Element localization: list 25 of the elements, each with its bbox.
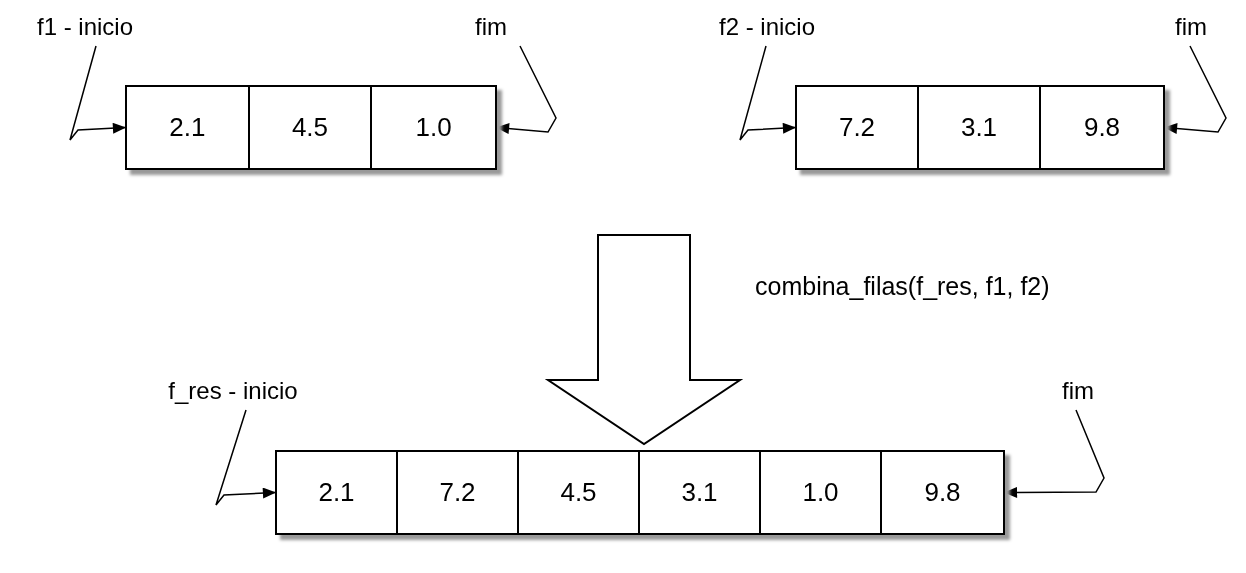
queue-box [125, 85, 497, 170]
queue-cell: 3.1 [640, 452, 761, 533]
pointer-arrow [215, 409, 277, 506]
queue-cell: 3.1 [919, 87, 1041, 168]
queue-cell: 7.2 [398, 452, 519, 533]
queue-cell: 2.1 [277, 452, 398, 533]
pointer-label: fim [1053, 372, 1103, 410]
block-arrow [544, 234, 744, 446]
queue-box [795, 85, 1165, 170]
queue-cell: 7.2 [797, 87, 919, 168]
queue-cell: 4.5 [249, 87, 373, 168]
pointer-label: f2 - inicio [682, 8, 852, 46]
queue-cell: 1.0 [761, 452, 882, 533]
pointer-label: f_res - inicio [133, 372, 333, 410]
queue-cell: 2.1 [127, 87, 250, 168]
pointer-label: f1 - inicio [15, 8, 155, 46]
pointer-arrow [69, 45, 127, 141]
queue-cell: 9.8 [882, 452, 1003, 533]
queue-cell: 4.5 [519, 452, 640, 533]
queue-cell: 9.8 [1041, 87, 1163, 168]
queue-cell: 1.0 [372, 87, 495, 168]
pointer-label: fim [1166, 8, 1216, 46]
pointer-label: fim [466, 8, 516, 46]
queue-box [275, 450, 1005, 535]
pointer-arrow [739, 45, 797, 141]
